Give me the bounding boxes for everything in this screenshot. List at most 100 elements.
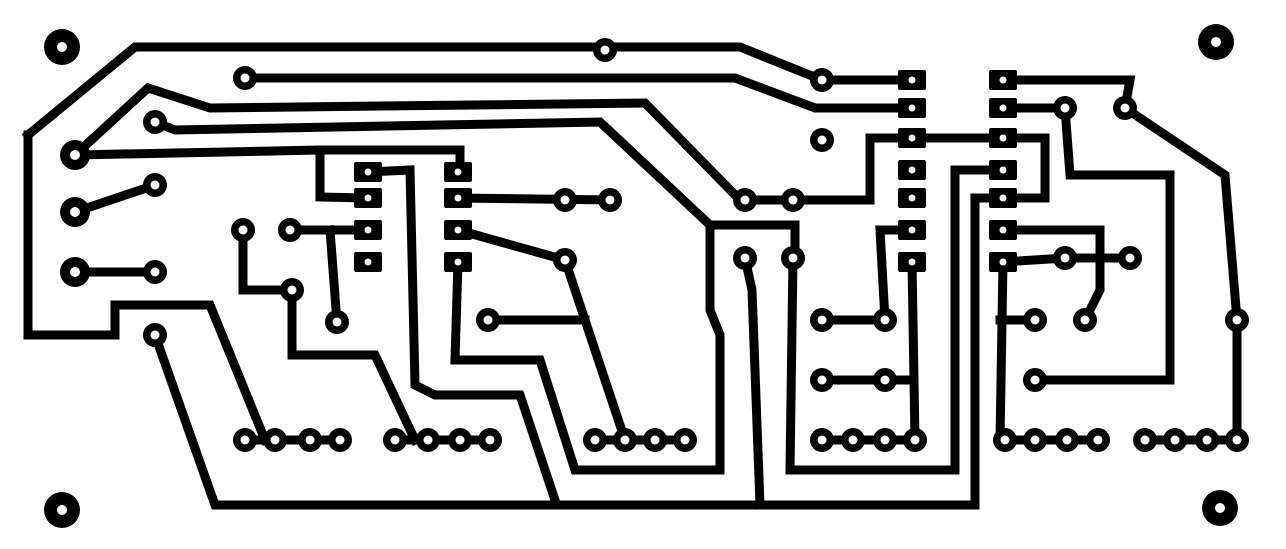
through-hole-pad (1133, 428, 1157, 452)
ic-pad (444, 188, 472, 208)
through-hole-pad (873, 308, 897, 332)
through-hole-pad (733, 246, 757, 270)
copper-trace (238, 225, 421, 446)
through-hole-pad (598, 188, 622, 212)
through-hole-pad (448, 428, 472, 452)
copper-trace (785, 165, 1008, 475)
ic-pad (898, 98, 926, 118)
ic-pad (989, 252, 1017, 272)
through-hole-pad (143, 110, 167, 134)
through-hole-pad (1023, 368, 1047, 392)
through-hole-pad (1118, 246, 1142, 270)
copper-trace (817, 225, 917, 325)
ic-pad (354, 162, 382, 182)
through-hole-pad (810, 308, 834, 332)
ic-pad (989, 188, 1017, 208)
copper-trace (998, 103, 1175, 385)
through-hole-pad (841, 428, 865, 452)
copper-trace (325, 225, 342, 327)
through-hole-pad (263, 428, 287, 452)
through-hole-pad (903, 428, 927, 452)
copper-trace (21, 42, 917, 142)
through-hole-pad (1073, 308, 1097, 332)
mounting-hole (44, 29, 80, 65)
through-hole-pad (613, 428, 637, 452)
through-hole-pad (781, 246, 805, 270)
ic-pad (354, 252, 382, 272)
connector-pad (60, 197, 90, 227)
copper-trace (149, 116, 800, 263)
through-hole-pad (553, 248, 577, 272)
through-hole-pad (553, 188, 577, 212)
through-hole-pad (1195, 428, 1219, 452)
ic-pad (354, 220, 382, 240)
ic-pad (898, 220, 926, 240)
through-hole-pad (416, 428, 440, 452)
through-hole-pad (233, 66, 257, 90)
through-hole-pad (993, 428, 1017, 452)
copper-trace (995, 257, 1008, 445)
through-hole-pad (231, 218, 255, 242)
through-hole-pad (1053, 96, 1077, 120)
copper-trace (363, 165, 561, 506)
through-hole-pad (643, 428, 667, 452)
ic-pad (989, 128, 1017, 148)
through-hole-pad (781, 188, 805, 212)
ic-pad (898, 70, 926, 90)
mounting-hole (44, 492, 80, 528)
through-hole-pad (873, 428, 897, 452)
through-hole-pad (280, 278, 304, 302)
copper-trace (452, 224, 631, 446)
through-hole-pad (673, 428, 697, 452)
through-hole-pad (810, 368, 834, 392)
copper-trace (739, 252, 765, 510)
through-hole-pad (476, 308, 500, 332)
through-hole-pad (233, 428, 257, 452)
through-hole-pad (1225, 308, 1249, 332)
through-hole-pad (1163, 428, 1187, 452)
through-hole-pad (810, 68, 834, 92)
through-hole-pad (1113, 96, 1137, 120)
ic-pad (444, 252, 472, 272)
copper-trace (998, 225, 1105, 327)
copper-trace (70, 145, 465, 177)
copper-trace (149, 193, 1008, 510)
ic-pad (898, 252, 926, 272)
copper-trace (998, 133, 1050, 203)
connector-pad (60, 257, 90, 287)
through-hole-pad (143, 173, 167, 197)
through-hole-pad (143, 260, 167, 284)
copper-trace (998, 75, 1242, 445)
through-hole-pad (873, 368, 897, 392)
ic-pad (989, 70, 1017, 90)
ic-pad (354, 188, 382, 208)
ic-pad (989, 160, 1017, 180)
through-hole-pad (1086, 428, 1110, 452)
ic-pad (898, 128, 926, 148)
through-hole-pad (278, 218, 302, 242)
through-hole-pad (733, 188, 757, 212)
mounting-hole (1202, 490, 1238, 526)
ic-pad (989, 220, 1017, 240)
through-hole-pad (593, 38, 617, 62)
through-hole-pad (583, 428, 607, 452)
copper-trace (68, 82, 1008, 205)
copper-trace (450, 220, 725, 475)
copper-trace (453, 193, 615, 205)
through-hole-pad (383, 428, 407, 452)
through-hole-pad (1023, 308, 1047, 332)
ic-pad (444, 162, 472, 182)
through-hole-pad (1055, 428, 1079, 452)
ic-pad (444, 220, 472, 240)
copper-trace (315, 145, 373, 203)
mounting-hole (1198, 24, 1234, 60)
ic-pad (898, 160, 926, 180)
ic-pad (898, 188, 926, 208)
through-hole-pad (1053, 246, 1077, 270)
copper-trace (240, 73, 917, 113)
through-hole-pad (1225, 428, 1249, 452)
through-hole-pad (325, 310, 349, 334)
through-hole-pad (810, 128, 834, 152)
copper-trace (907, 257, 920, 445)
